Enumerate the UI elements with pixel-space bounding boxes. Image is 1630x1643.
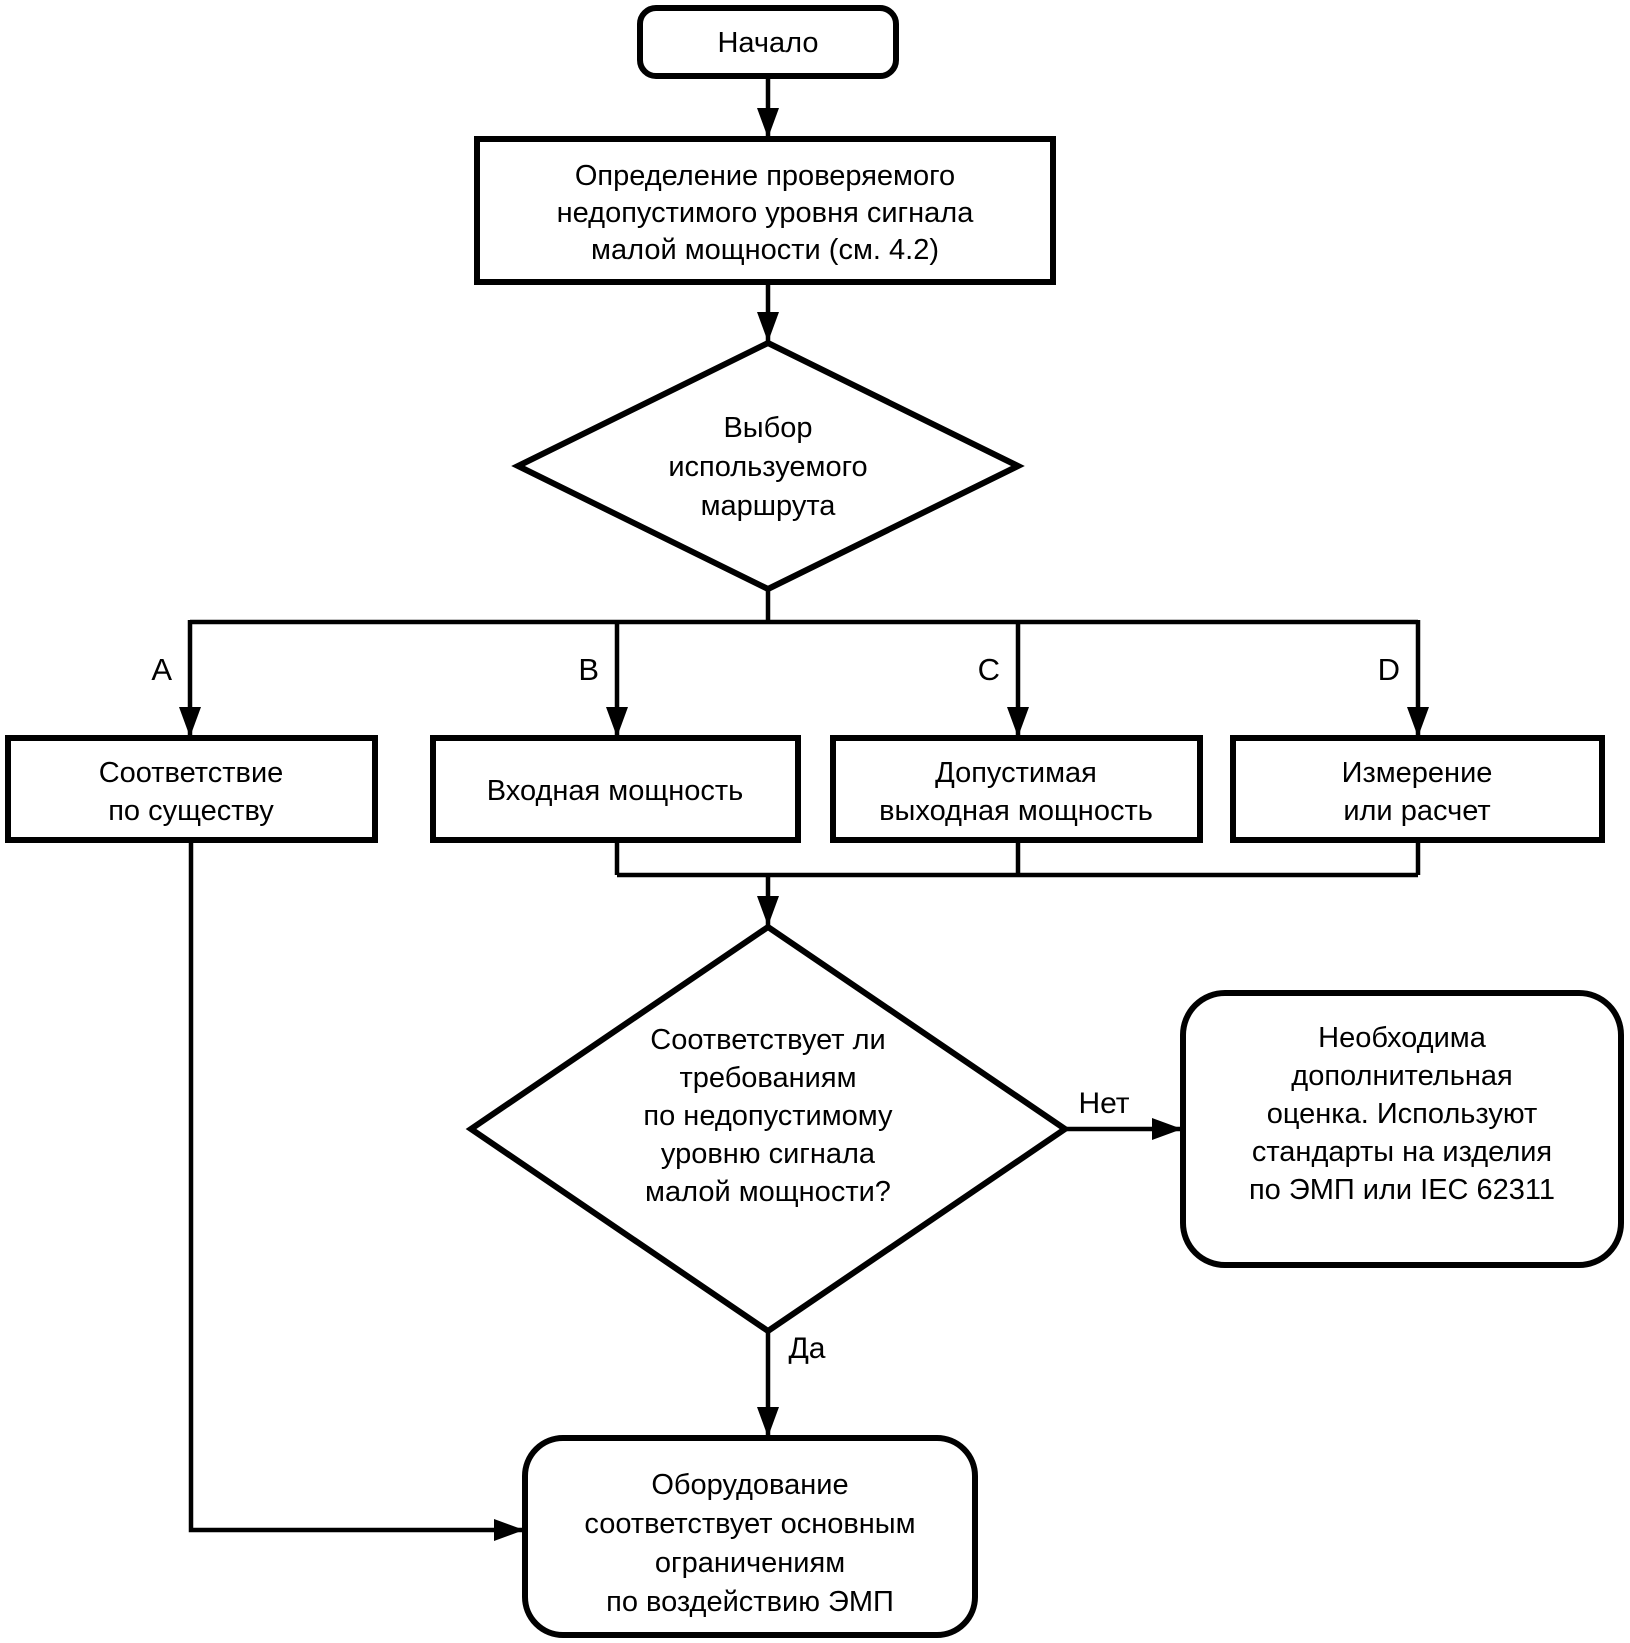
branch-b-label: B	[578, 652, 599, 687]
additional-assessment-line-5: по ЭМП или IEC 62311	[1249, 1174, 1555, 1206]
branch-c-label: C	[978, 652, 1000, 687]
route-a-node	[5, 735, 378, 843]
yes-label: Да	[788, 1332, 825, 1365]
compliant-result-node	[522, 1435, 978, 1638]
compliance-line-1: Соответствует ли	[650, 1024, 885, 1056]
route-c-line-2: выходная мощность	[879, 795, 1153, 827]
compliant-result-line-1: Оборудование	[651, 1469, 848, 1501]
no-label: Нет	[1078, 1087, 1129, 1120]
define-level-line-2: недопустимого уровня сигнала	[557, 197, 975, 229]
compliance-line-5: малой мощности?	[645, 1176, 891, 1208]
route-b-node	[430, 735, 801, 843]
compliant-result-line-3: ограничениям	[655, 1547, 845, 1579]
compliance-line-2: требованиям	[679, 1062, 856, 1094]
route-choice-line-3: маршрута	[701, 490, 837, 522]
compliance-line-4: уровню сигнала	[661, 1138, 876, 1170]
start-node-label: Начало	[717, 27, 818, 59]
route-choice-line-2: используемого	[668, 451, 867, 483]
additional-assessment-line-4: стандарты на изделия	[1252, 1136, 1552, 1168]
define-level-line-1: Определение проверяемого	[575, 160, 955, 192]
route-d-line-1: Измерение	[1342, 757, 1493, 789]
additional-assessment-line-1: Необходима	[1318, 1022, 1487, 1054]
branch-a-label: A	[151, 652, 172, 687]
route-a-line-1: Соответствие	[99, 757, 284, 789]
route-a-bypass-path	[188, 840, 524, 1541]
route-c-line-1: Допустимая	[935, 757, 1097, 789]
route-choice-line-1: Выбор	[723, 412, 812, 444]
define-level-line-3: малой мощности (см. 4.2)	[591, 234, 939, 266]
additional-assessment-line-2: дополнительная	[1291, 1060, 1512, 1092]
define-level-node	[474, 136, 1056, 285]
compliant-result-line-2: соответствует основным	[584, 1508, 915, 1540]
route-a-line-2: по существу	[108, 795, 274, 827]
additional-assessment-line-3: оценка. Используют	[1267, 1098, 1538, 1130]
compliance-line-3: по недопустимому	[643, 1100, 893, 1132]
branch-d-label: D	[1378, 652, 1400, 687]
route-b-line-1: Входная мощность	[487, 775, 743, 807]
route-c-node	[830, 735, 1203, 843]
route-d-node	[1230, 735, 1605, 843]
compliant-result-line-4: по воздействию ЭМП	[606, 1586, 894, 1618]
route-d-line-2: или расчет	[1343, 795, 1490, 827]
additional-assessment-node	[1180, 990, 1624, 1268]
